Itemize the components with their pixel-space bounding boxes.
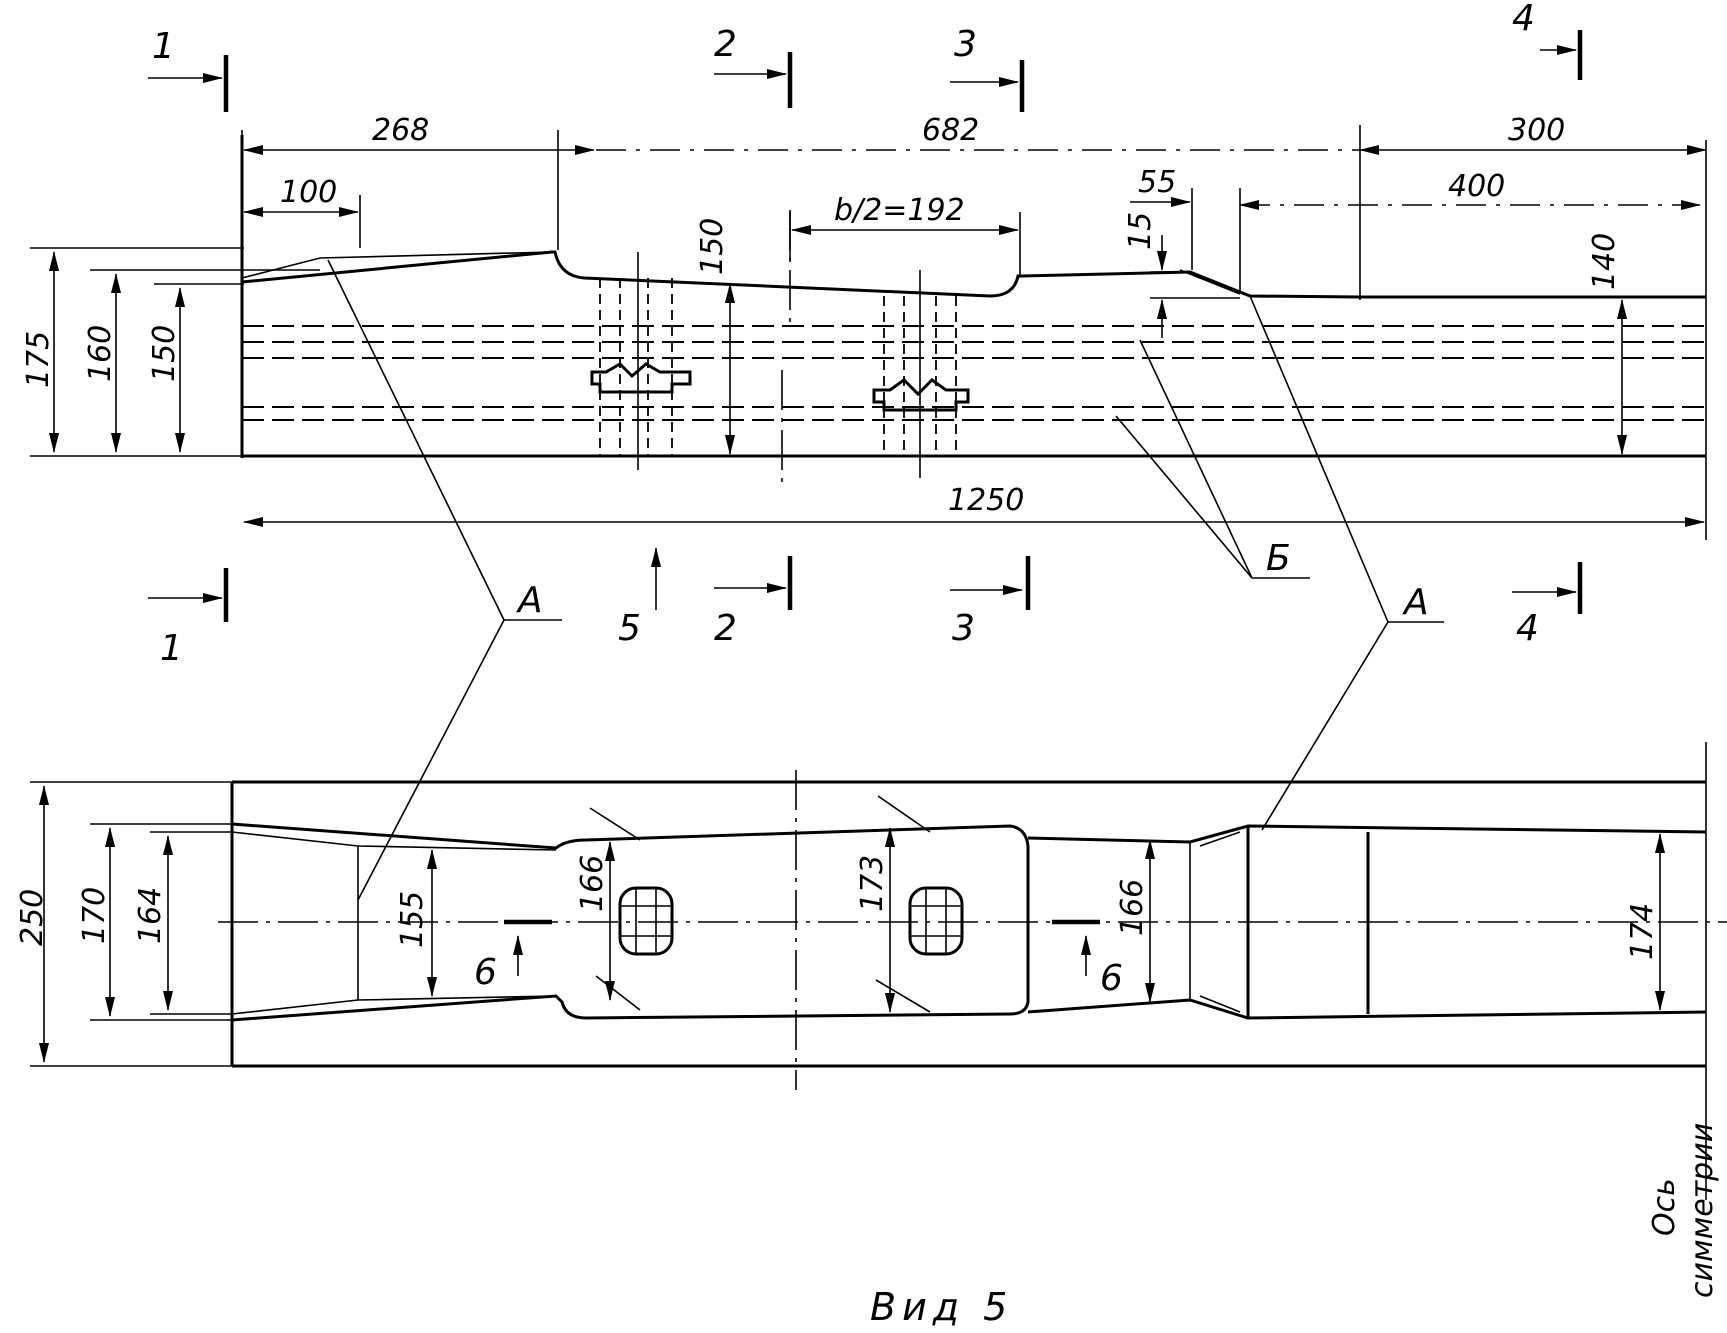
dim-173: 173 <box>855 855 890 912</box>
symmetry-axis-label: Ось симметрии <box>1647 1123 1720 1298</box>
section-marker-2-top: 2 <box>714 24 793 108</box>
dim-164: 164 <box>133 887 168 944</box>
section-6-right-label: 6 <box>1100 958 1123 999</box>
callout-a-left-label: А <box>516 580 543 621</box>
callout-b: Б <box>1115 339 1310 579</box>
section-1-label-top: 1 <box>152 26 175 67</box>
dim-174: 174 <box>1625 903 1660 960</box>
dim-150-left: 150 <box>147 325 182 382</box>
section-marker-1-top: 1 <box>148 26 229 112</box>
dim-b-half: b/2=192 <box>834 193 965 228</box>
section-2-label-bottom: 2 <box>714 608 737 649</box>
callout-a-right-label: А <box>1402 582 1429 623</box>
section-6-left-label: 6 <box>474 952 497 993</box>
dim-1250: 1250 <box>948 483 1024 518</box>
section-3-label-top: 3 <box>954 24 977 65</box>
section-3-label-bottom: 3 <box>952 608 975 649</box>
dim-300: 300 <box>1508 113 1565 148</box>
plan-view: 6 6 250 170 164 155 166 173 166 174 <box>15 742 1727 1200</box>
dim-155: 155 <box>395 891 430 948</box>
view-caption: Вид 5 <box>870 1285 1013 1329</box>
section-1-label-bottom: 1 <box>160 628 183 669</box>
section-marker-6-left: 6 <box>474 919 552 993</box>
dim-140: 140 <box>1587 233 1622 290</box>
section-marker-6-right: 6 <box>1052 919 1123 999</box>
elevation-view: 268 682 300 100 b/2=192 55 400 15 150 <box>21 113 1707 540</box>
section-4-label-bottom: 4 <box>1516 608 1539 649</box>
callout-a-left: А <box>327 259 562 901</box>
section-marker-4-top: 4 <box>1512 0 1583 80</box>
view-5-label: 5 <box>618 608 641 649</box>
dim-150-mid: 150 <box>695 218 730 275</box>
section-marker-4-bottom: 4 <box>1512 562 1583 649</box>
section-4-label-top: 4 <box>1512 0 1535 39</box>
dim-170: 170 <box>77 887 112 944</box>
callout-a-right: А <box>1249 295 1444 831</box>
dim-166-a: 166 <box>575 855 610 912</box>
dim-15: 15 <box>1123 212 1158 250</box>
dim-175: 175 <box>21 331 56 388</box>
dim-160: 160 <box>83 325 118 382</box>
axis-label-line1: Ось <box>1647 1178 1682 1236</box>
dim-268: 268 <box>372 113 429 148</box>
dim-55: 55 <box>1138 165 1176 200</box>
dim-166-b: 166 <box>1115 879 1150 936</box>
slot-hole-left <box>618 886 674 956</box>
slot-hole-right <box>908 886 964 956</box>
section-marker-3-bottom: 3 <box>950 556 1031 649</box>
axis-label-line2: симметрии <box>1685 1123 1720 1298</box>
section-2-label-top: 2 <box>714 24 737 65</box>
view-arrow-5: 5 <box>618 547 661 649</box>
bolt-hidden-left <box>590 252 692 470</box>
section-marker-2-bottom: 2 <box>714 556 793 649</box>
dim-100: 100 <box>280 175 337 210</box>
section-marker-3-top: 3 <box>950 24 1025 112</box>
bolt-hidden-middle <box>872 270 970 478</box>
callout-b-label: Б <box>1266 538 1291 579</box>
section-marker-1-bottom: 1 <box>148 568 229 669</box>
dim-682: 682 <box>922 113 979 148</box>
dim-400: 400 <box>1448 169 1505 204</box>
dim-250: 250 <box>15 889 50 946</box>
